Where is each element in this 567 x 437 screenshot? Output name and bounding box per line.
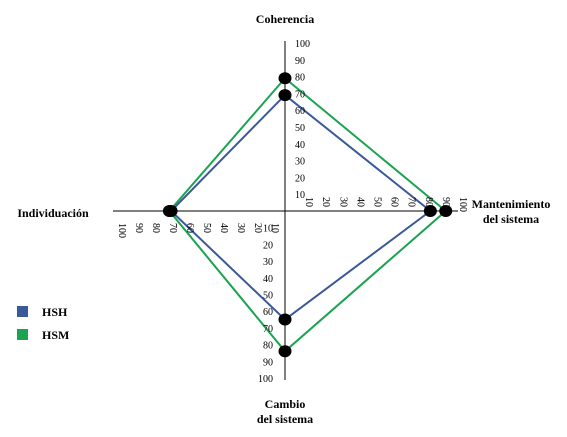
tick-label-down: 10 — [263, 224, 273, 235]
tick-label-up: 90 — [295, 56, 305, 67]
tick-label-down: 30 — [263, 257, 273, 268]
tick-label-right: 50 — [372, 197, 383, 207]
tick-label-down: 90 — [263, 357, 273, 368]
tick-label-right: 40 — [354, 197, 365, 207]
tick-label-up: 30 — [295, 157, 305, 168]
tick-label-right: 10 — [303, 197, 314, 207]
tick-label-left: 100 — [116, 223, 127, 238]
tick-label-left: 20 — [252, 223, 263, 233]
tick-label-right: 20 — [320, 197, 331, 207]
tick-label-right: 70 — [406, 197, 417, 207]
tick-label-left: 70 — [167, 223, 178, 233]
tick-label-down: 50 — [263, 291, 273, 302]
tick-label-right: 80 — [423, 197, 434, 207]
tick-label-down: 20 — [263, 240, 273, 251]
axis-title-mantenimiento: Mantenimiento — [472, 197, 551, 211]
tick-label-left: 50 — [201, 223, 212, 233]
tick-label-up: 20 — [295, 173, 305, 184]
tick-label-up: 10 — [295, 190, 305, 201]
tick-label-down: 60 — [263, 307, 273, 318]
axis-title-cambio: del sistema — [257, 412, 313, 426]
tick-label-up: 70 — [295, 89, 305, 100]
legend-swatch-hsm — [17, 329, 28, 340]
tick-label-left: 60 — [184, 223, 195, 233]
tick-label-up: 40 — [295, 140, 305, 151]
axis-title-coherencia: Coherencia — [256, 12, 314, 26]
axis-title-individuacion: Individuación — [17, 206, 89, 220]
tick-label-down: 80 — [263, 341, 273, 352]
data-point-hsm-individuacion — [162, 205, 176, 217]
axis-title-mantenimiento: del sistema — [483, 212, 539, 226]
series-layer — [162, 72, 453, 358]
legend-label-hsm: HSM — [42, 328, 69, 342]
tick-label-left: 80 — [150, 223, 161, 233]
tick-label-right: 90 — [440, 197, 451, 207]
tick-label-up: 60 — [295, 106, 305, 117]
tick-label-right: 60 — [389, 197, 400, 207]
tick-label-left: 40 — [218, 223, 229, 233]
series-line-hsm — [168, 76, 448, 353]
legend-swatch-hsh — [17, 306, 28, 317]
legend: HSH HSM — [17, 305, 69, 342]
data-point-hsm-coherencia — [278, 72, 292, 85]
tick-label-down: 70 — [263, 324, 273, 335]
data-point-hsh-coherencia — [278, 89, 292, 102]
legend-label-hsh: HSH — [42, 305, 68, 319]
tick-label-down: 100 — [258, 374, 273, 385]
data-point-hsh-cambio — [278, 313, 292, 326]
data-point-hsm-cambio — [278, 345, 292, 358]
axis-title-cambio: Cambio — [265, 397, 306, 411]
labels-layer: 1010101020202020303030304040404050505050… — [17, 12, 550, 426]
tick-label-up: 50 — [295, 123, 305, 134]
data-point-hsm-mantenimiento — [439, 205, 453, 217]
tick-label-up: 100 — [295, 39, 310, 50]
tick-label-right: 30 — [337, 197, 348, 207]
tick-label-left: 30 — [235, 223, 246, 233]
tick-label-right: 100 — [457, 197, 468, 212]
tick-label-up: 80 — [295, 73, 305, 84]
tick-label-left: 10 — [269, 223, 280, 233]
tick-label-left: 90 — [133, 223, 144, 233]
tick-label-down: 40 — [263, 274, 273, 285]
data-point-hsh-mantenimiento — [423, 205, 437, 217]
